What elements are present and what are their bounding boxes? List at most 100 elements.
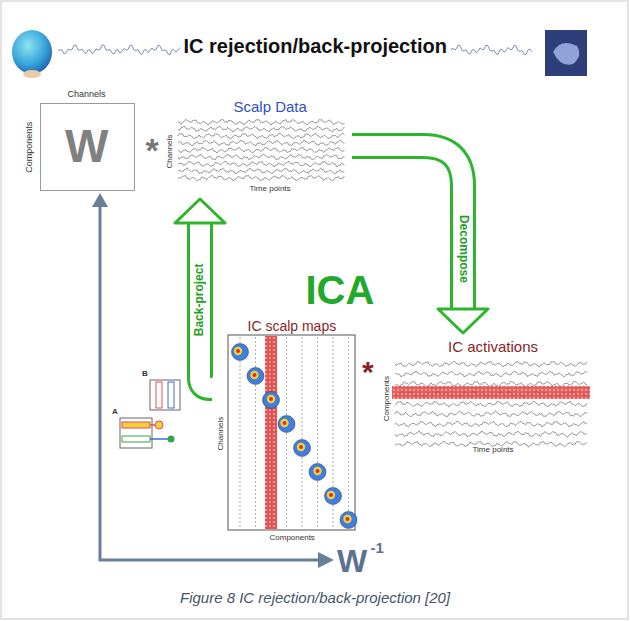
matrix-b-col — [156, 382, 162, 408]
grid-line — [240, 337, 241, 528]
scalp-traces — [178, 119, 345, 181]
topo-peak — [316, 469, 320, 473]
grid-line — [255, 337, 256, 528]
axis-label: Components — [270, 533, 315, 542]
arrow-label: Decompose — [456, 213, 470, 283]
band-dots — [392, 386, 590, 399]
product-arrow — [150, 438, 169, 440]
topo-peak — [253, 373, 257, 377]
topo-blob — [250, 371, 258, 379]
matrix-box: ChannelsComponentsW — [40, 103, 135, 191]
signal-trace — [395, 371, 587, 377]
head-icon-neck — [23, 70, 41, 78]
panel-title: IC activations — [448, 338, 538, 355]
topo-peak — [299, 445, 303, 449]
topo-peak — [329, 493, 333, 497]
operator-symbol: * — [362, 355, 374, 390]
signal-trace — [178, 140, 345, 146]
scalp-maps — [232, 336, 358, 529]
rejected-component-band — [392, 386, 590, 399]
arrow-head — [318, 552, 334, 568]
matrix-a-row — [122, 422, 150, 428]
topo-peak — [269, 397, 273, 401]
axis-label: Channels — [68, 89, 106, 99]
arrow-head — [438, 309, 488, 333]
topo-map — [278, 416, 295, 433]
axis-label: Channels — [216, 416, 225, 450]
logo — [545, 30, 587, 76]
rejected-component-column — [265, 336, 277, 529]
signal-trace — [395, 411, 587, 417]
topo-map — [294, 440, 311, 457]
grid-line — [348, 337, 349, 528]
topo-blob — [327, 491, 335, 499]
operator-symbol: * — [146, 131, 159, 170]
signal-trace — [395, 361, 587, 367]
topo-peak — [346, 517, 350, 521]
matrix-b — [150, 380, 180, 410]
logo-brain — [553, 43, 579, 65]
axis-label: Components — [382, 375, 391, 420]
signal-trace — [178, 175, 345, 181]
topo-peak — [283, 421, 287, 425]
grid-line — [302, 337, 303, 528]
arrow-label: Back-project — [193, 262, 207, 337]
matrix-a — [120, 418, 152, 448]
signal-trace — [178, 161, 345, 167]
product-cell — [155, 421, 163, 429]
panel-title: Scalp Data — [234, 98, 307, 115]
superscript: -1 — [371, 539, 384, 556]
signal-trace — [178, 168, 345, 174]
data-panel: IC scalp mapsChannelsComponents — [212, 318, 362, 544]
topo-map — [263, 392, 280, 409]
axis-label: Time points — [250, 184, 291, 193]
matrix-b-col — [168, 382, 174, 408]
topo-blob — [343, 515, 351, 523]
flow-arrow — [175, 199, 225, 388]
matrix-symbol: W — [65, 120, 108, 173]
signal-trace — [178, 126, 345, 132]
signal-trace — [395, 421, 587, 427]
panel-title: IC scalp maps — [248, 318, 337, 334]
signal-trace — [178, 154, 345, 160]
matrix-letter: A — [112, 407, 118, 416]
column-dots — [265, 336, 277, 529]
matrix-a-row — [122, 436, 150, 442]
matrix-letter: B — [142, 369, 148, 378]
data-panel: Scalp DataChannelsTime points — [160, 96, 350, 196]
topo-blob — [280, 419, 288, 427]
topo-blob — [297, 443, 305, 451]
arrow-head — [175, 199, 225, 223]
axis-label: Channels — [165, 134, 174, 168]
topo-map — [247, 368, 264, 385]
grid-line — [317, 337, 318, 528]
inverse-arrow — [100, 205, 320, 560]
product-cell — [168, 436, 175, 443]
scalp-map-panel — [228, 335, 355, 530]
method-name: ICA — [306, 267, 375, 313]
matrix-symbol: W — [337, 543, 367, 580]
axis-label: Components — [24, 121, 34, 172]
topo-map — [340, 512, 357, 529]
axis-label: Time points — [473, 445, 514, 454]
topo-blob — [313, 467, 321, 475]
activation-traces — [395, 361, 587, 447]
figure-caption: Figure 8 IC rejection/back-projection [2… — [180, 589, 450, 606]
signal-trace — [395, 401, 587, 407]
signal-trace — [178, 147, 345, 153]
data-panel: IC activationsComponentsTime points — [378, 336, 593, 456]
signal-trace — [395, 431, 587, 437]
arrow-head — [92, 193, 108, 207]
topo-map — [232, 344, 249, 361]
signal-trace — [178, 119, 345, 125]
signal-trace — [178, 133, 345, 139]
topo-map — [309, 464, 326, 481]
topo-peak — [236, 349, 240, 353]
diagram-title: IC rejection/back-projection — [180, 35, 451, 58]
topo-blob — [267, 395, 275, 403]
topo-blob — [234, 347, 242, 355]
head-icon — [12, 30, 52, 74]
topo-map — [325, 488, 342, 505]
